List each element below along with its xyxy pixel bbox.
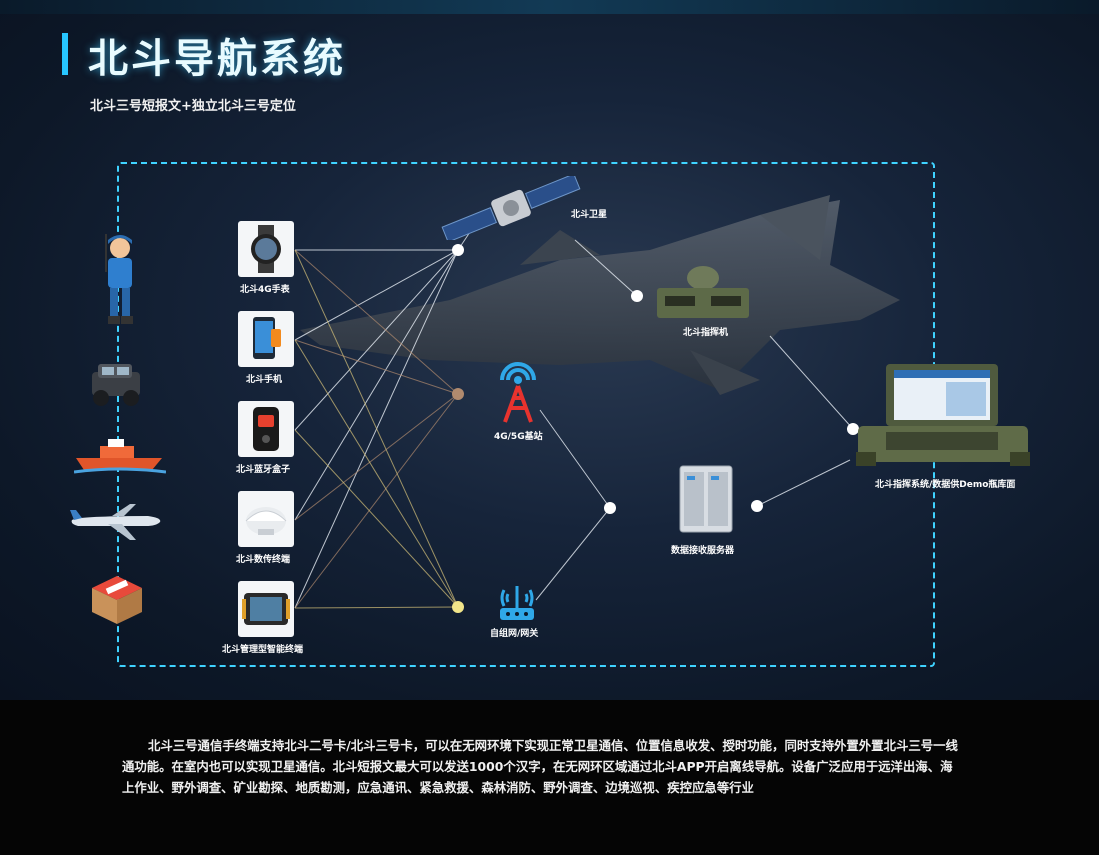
bluetooth-box-tile bbox=[238, 401, 294, 457]
smartwatch-icon bbox=[251, 225, 281, 273]
airplane-icon bbox=[70, 504, 161, 540]
title-accent-bar bbox=[62, 33, 68, 75]
command-machine-label: 北斗指挥机 bbox=[683, 328, 729, 338]
smartwatch-tile bbox=[238, 221, 294, 277]
description-panel bbox=[0, 700, 1099, 855]
command-machine-icon bbox=[657, 266, 749, 318]
laptop-junction-node bbox=[847, 423, 859, 435]
smartwatch-label: 北斗4G手表 bbox=[240, 285, 290, 295]
network-junction-node bbox=[604, 502, 616, 514]
data-terminal-tile bbox=[238, 491, 294, 547]
smartphone-icon bbox=[253, 317, 281, 359]
page-title: 北斗导航系统 bbox=[88, 36, 346, 82]
server-junction-node bbox=[751, 500, 763, 512]
mesh-junction-node bbox=[452, 601, 464, 613]
fighter-jet-image bbox=[300, 195, 900, 395]
connection-lines bbox=[294, 231, 854, 609]
rugged-tablet-tile bbox=[238, 581, 294, 637]
data-terminal-icon bbox=[245, 507, 287, 535]
parcel-box-icon bbox=[92, 576, 142, 624]
base-station-icon bbox=[500, 362, 536, 423]
smartphone-label: 北斗手机 bbox=[246, 375, 283, 385]
base-station-label: 4G/5G基站 bbox=[494, 432, 543, 442]
bluetooth-box-label: 北斗蓝牙盒子 bbox=[236, 465, 291, 475]
satellite-label: 北斗卫星 bbox=[571, 210, 608, 220]
top-band bbox=[0, 0, 1099, 14]
hero-panel: 北斗导航系统 北斗三号短报文+独立北斗三号定位 bbox=[0, 0, 1099, 700]
soldier-figure-icon bbox=[105, 234, 133, 324]
smartphone-tile bbox=[238, 311, 294, 367]
off-road-vehicle-icon bbox=[92, 364, 140, 406]
command-junction-node bbox=[631, 290, 643, 302]
rugged-laptop-icon bbox=[856, 364, 1030, 466]
mesh-gateway-label: 自组网/网关 bbox=[490, 629, 539, 639]
satellite-junction-node bbox=[452, 244, 464, 256]
server-icon bbox=[679, 465, 733, 533]
data-terminal-label: 北斗数传终端 bbox=[236, 555, 291, 565]
terrestrial-junction-node bbox=[452, 388, 464, 400]
description-text: 北斗三号通信手终端支持北斗二号卡/北斗三号卡，可以在无网环境下实现正常卫星通信、… bbox=[122, 738, 958, 795]
bluetooth-box-icon bbox=[253, 407, 279, 451]
laptop-label: 北斗指挥系统/数据供Demo瓶库面 bbox=[875, 480, 1016, 490]
satellite-icon bbox=[441, 176, 581, 240]
page-subtitle: 北斗三号短报文+独立北斗三号定位 bbox=[90, 99, 296, 114]
server-label: 数据接收服务器 bbox=[671, 546, 735, 556]
rugged-tablet-icon bbox=[242, 593, 290, 625]
mesh-gateway-icon bbox=[500, 586, 534, 620]
rescue-boat-icon bbox=[74, 439, 166, 474]
rugged-tablet-label: 北斗管理型智能终端 bbox=[222, 645, 304, 655]
